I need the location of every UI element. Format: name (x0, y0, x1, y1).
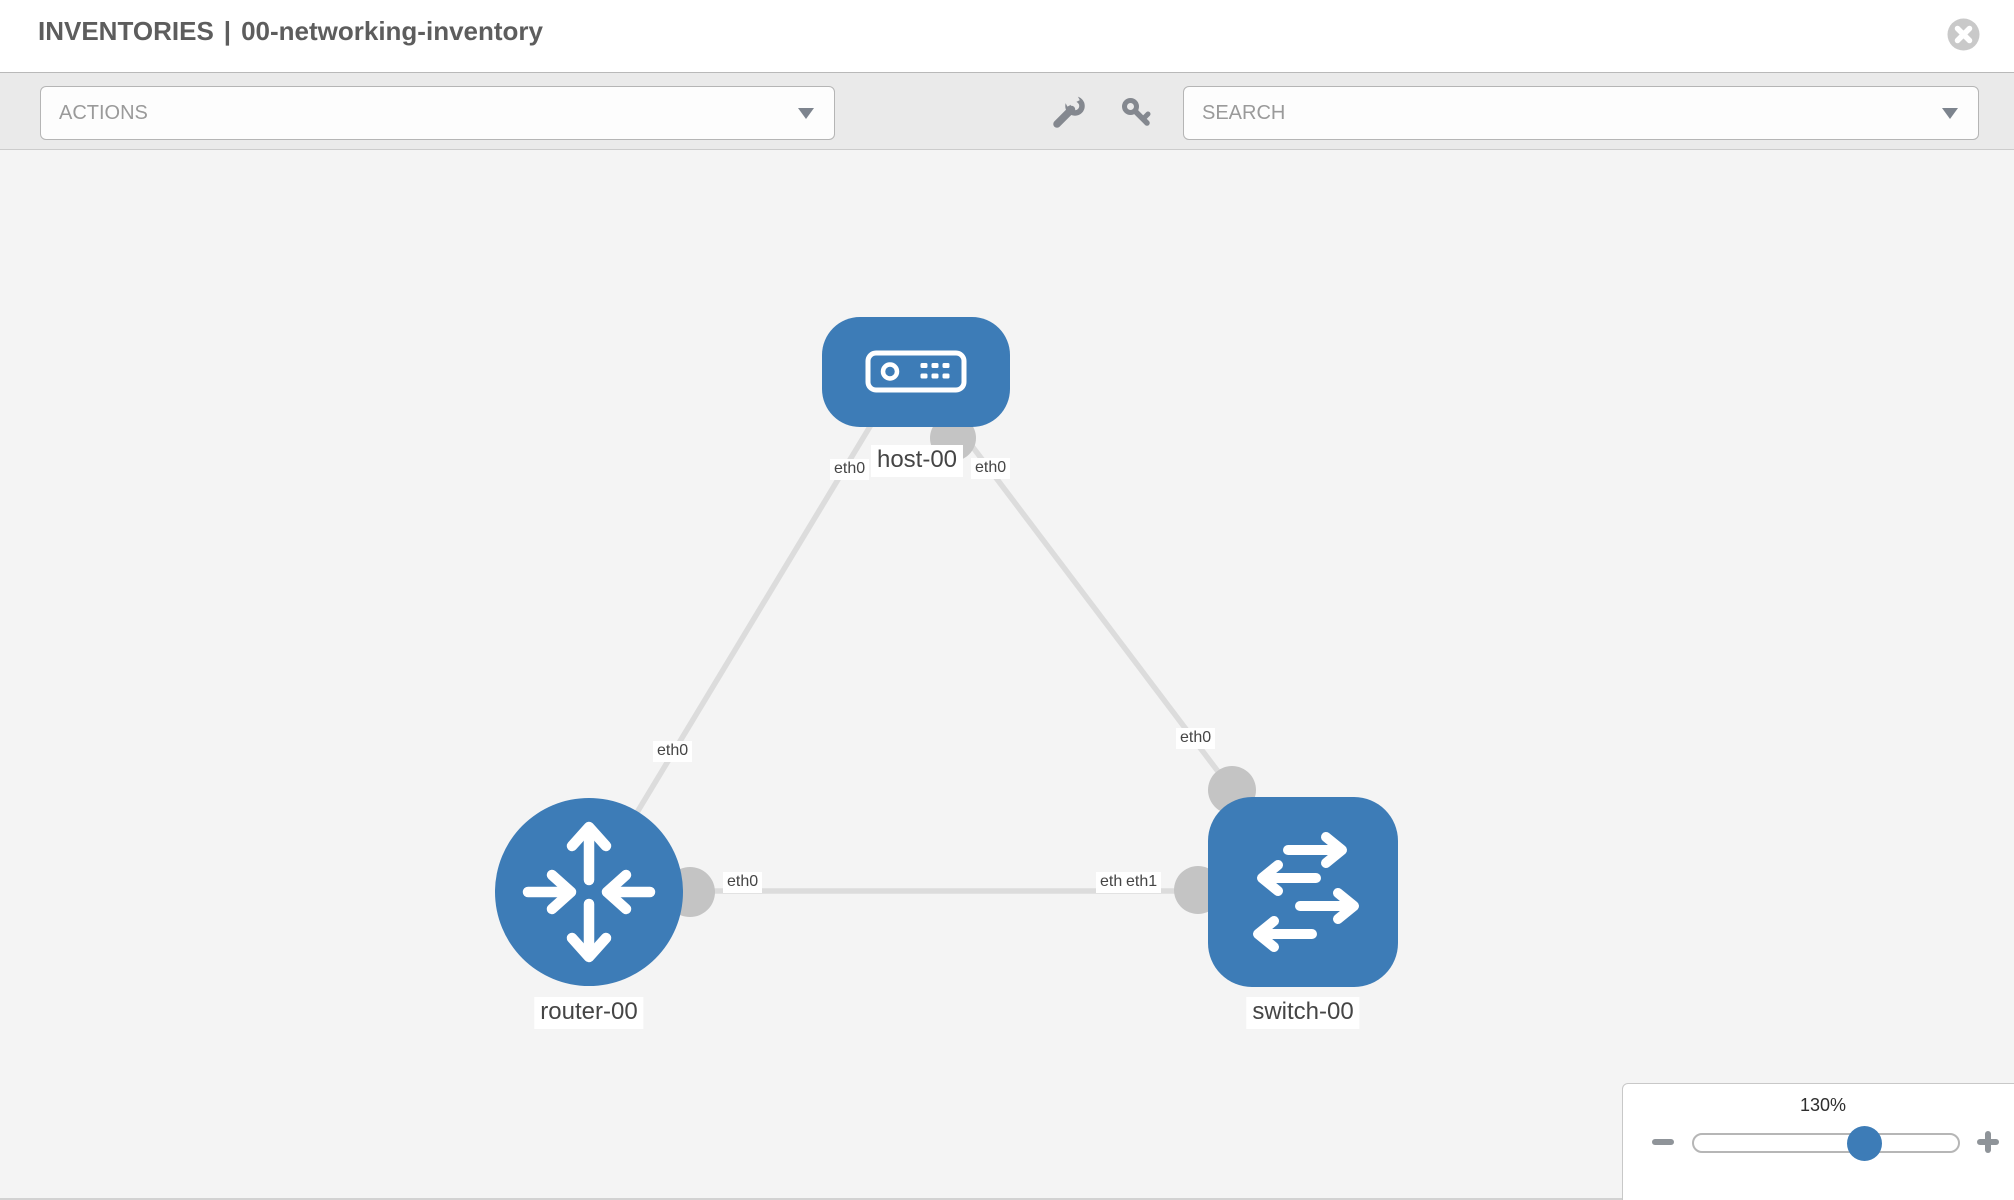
actions-dropdown-label: ACTIONS (59, 101, 148, 124)
node-switch-00[interactable] (1208, 797, 1398, 987)
interface-label: eth1 (1122, 872, 1162, 893)
key-icon (1122, 98, 1151, 126)
breadcrumb-separator: | (223, 16, 232, 46)
minus-icon (1652, 1139, 1674, 1145)
zoom-slider-thumb[interactable] (1847, 1126, 1882, 1161)
host-icon (865, 350, 967, 393)
interface-label: eth0 (830, 459, 870, 480)
inventory-name: 00-networking-inventory (241, 16, 543, 46)
search-placeholder: SEARCH (1202, 101, 1286, 124)
credentials-button[interactable] (1110, 86, 1164, 140)
zoom-level: 130% (1799, 1095, 1847, 1115)
zoom-slider-track[interactable] (1692, 1133, 1960, 1153)
zoom-in-button[interactable] (1974, 1128, 2002, 1156)
zoom-out-button[interactable] (1649, 1128, 1677, 1156)
node-router-00[interactable] (495, 798, 683, 986)
breadcrumb-section: INVENTORIES (38, 16, 214, 46)
manage-groups-button[interactable] (1041, 86, 1095, 140)
switch-shape[interactable] (1208, 797, 1398, 987)
search-dropdown[interactable]: SEARCH (1183, 86, 1979, 140)
router-icon (522, 821, 656, 963)
link-host-router[interactable] (586, 398, 889, 894)
topology-svg[interactable] (0, 150, 2014, 1200)
wrench-icon (1053, 91, 1085, 128)
actions-dropdown[interactable]: ACTIONS (40, 86, 835, 140)
plus-icon (1977, 1131, 1999, 1153)
toolbar: ACTIONS SEARCH (0, 72, 2014, 150)
chevron-down-icon (1942, 107, 1958, 119)
zoom-panel: 130% (1622, 1083, 2014, 1200)
page-header: INVENTORIES | 00-networking-inventory (0, 0, 2014, 72)
node-label-router: router-00 (534, 997, 644, 1029)
node-host-00[interactable] (822, 317, 1010, 427)
router-shape[interactable] (495, 798, 683, 986)
close-button[interactable] (1947, 18, 1980, 51)
node-label-switch: switch-00 (1246, 997, 1360, 1029)
close-icon (1947, 18, 1980, 51)
node-label-host: host-00 (870, 445, 964, 477)
switch-icon (1253, 832, 1359, 952)
chevron-down-icon (798, 107, 814, 119)
interface-label: eth0 (653, 741, 693, 762)
page-title: INVENTORIES | 00-networking-inventory (38, 16, 543, 47)
interface-label: eth0 (1176, 728, 1216, 749)
host-shape[interactable] (822, 317, 1010, 427)
interface-label: eth0 (971, 458, 1011, 479)
topology-canvas[interactable] (0, 150, 2014, 1200)
interface-label: eth0 (723, 872, 763, 893)
